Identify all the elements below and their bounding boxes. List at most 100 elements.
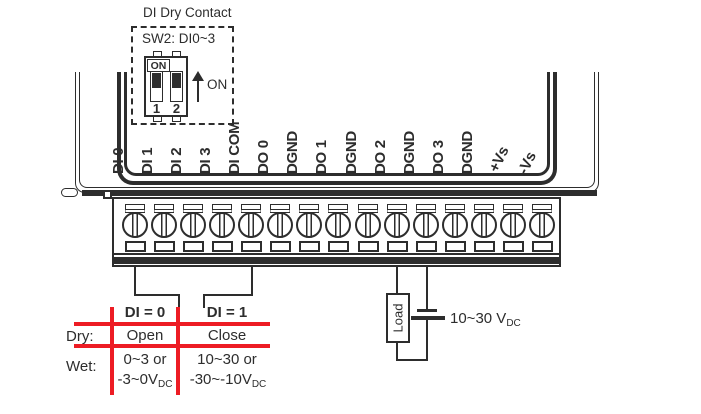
screw-head [384, 212, 410, 238]
screw-terminal [121, 201, 149, 259]
wire-supply-top [426, 267, 428, 310]
screw-head [413, 212, 439, 238]
block-divider-line [114, 253, 559, 255]
screw-terminal [383, 201, 411, 259]
wire-clamp [474, 204, 494, 213]
dip-switch-2[interactable] [170, 71, 183, 102]
wire-clamp [183, 204, 203, 213]
wire-clamp [358, 204, 378, 213]
supply-voltage-sub: DC [506, 318, 521, 329]
dip-actuator [152, 73, 161, 88]
table-cell-wet-di1-line2: -30~-10VDC [189, 371, 267, 390]
screw-terminal [150, 201, 178, 259]
supply-voltage-label: 10~30 VDC [450, 310, 521, 329]
screw-head [267, 212, 293, 238]
screw-terminal [412, 201, 440, 259]
load-box: Load [386, 293, 410, 343]
wire-clamp [445, 204, 465, 213]
screw-terminal [499, 201, 527, 259]
block-bottom-band [114, 257, 559, 264]
screw-terminal [470, 201, 498, 259]
block-end-cap [103, 190, 112, 199]
wire-clamp [416, 204, 436, 213]
wire-clamp [270, 204, 290, 213]
wire-slot [386, 241, 408, 252]
table-cell-dry-di0: Open [126, 327, 164, 344]
screw-terminal [208, 201, 236, 259]
pin-label-do0: DO 0 [254, 140, 272, 174]
on-arrow-shaft [196, 80, 199, 102]
wire-bottom-return [396, 359, 428, 361]
pin-label-dgnd3: DGND [400, 131, 418, 174]
wire-di0 [134, 294, 180, 296]
pin-label-di1: DI 1 [138, 147, 156, 174]
wire-slot [211, 241, 233, 252]
table-header-di0: DI = 0 [124, 304, 166, 321]
wire-di0 [134, 267, 136, 296]
screw-head [296, 212, 322, 238]
screw-head [325, 212, 351, 238]
dip-actuator [172, 73, 181, 88]
table-cell-wet-di0-line2: -3~0VDC [117, 371, 173, 390]
dip-number-2: 2 [172, 101, 181, 116]
battery-plate-long [411, 316, 445, 320]
din-foot [61, 188, 78, 197]
wire-load-top [396, 267, 398, 294]
screw-terminal [237, 201, 265, 259]
wire-slot [357, 241, 379, 252]
screw-terminal [266, 201, 294, 259]
dip-sw-label: SW2: DI0~3 [142, 31, 216, 46]
screw-head [180, 212, 206, 238]
panel-bottom-band [82, 190, 597, 196]
wire-clamp [212, 204, 232, 213]
wire-slot [124, 241, 146, 252]
table-cell-wet-di1-line1: 10~30 or [197, 351, 257, 368]
load-label: Load [390, 303, 406, 333]
arrow-on-label: ON [207, 77, 228, 92]
screw-head [442, 212, 468, 238]
wire-clamp [299, 204, 319, 213]
table-header-di1: DI = 1 [206, 304, 248, 321]
on-direction-arrow-icon [191, 71, 204, 81]
wire-slot [473, 241, 495, 252]
table-row-label-wet: Wet: [66, 358, 97, 375]
dip-title: DI Dry Contact [143, 5, 232, 20]
pin-label-dgnd1: DGND [283, 131, 301, 174]
wire-slot [415, 241, 437, 252]
screw-terminal [528, 201, 556, 259]
screw-terminal [295, 201, 323, 259]
screw-head [151, 212, 177, 238]
table-vline-2 [176, 307, 180, 395]
pin-label-do1: DO 1 [312, 140, 330, 174]
screw-head [471, 212, 497, 238]
wire-dicom [203, 294, 205, 308]
screw-head [500, 212, 526, 238]
wire-slot [240, 241, 262, 252]
pin-label-di2: DI 2 [167, 147, 185, 174]
wire-clamp [241, 204, 261, 213]
table-hline-2 [74, 344, 270, 348]
supply-voltage-text: 10~30 V [450, 310, 507, 327]
dip-number-1: 1 [152, 101, 161, 116]
pin-label-do3: DO 3 [429, 140, 447, 174]
wire-clamp [532, 204, 552, 213]
wire-clamp [328, 204, 348, 213]
wire-supply-bottom [426, 320, 428, 361]
wire-load-bottom [396, 342, 398, 361]
pin-label-dicom: DI COM [225, 121, 243, 174]
wire-slot [182, 241, 204, 252]
screw-terminal [179, 201, 207, 259]
wire-dicom [203, 294, 253, 296]
wire-clamp [154, 204, 174, 213]
screw-head [122, 212, 148, 238]
screw-head [529, 212, 555, 238]
wire-slot [531, 241, 553, 252]
dip-switch-1[interactable] [150, 71, 163, 102]
front-panel-inner [124, 72, 550, 176]
table-vline-1 [110, 307, 114, 395]
table-cell-dry-di1: Close [207, 327, 247, 344]
wire-slot [444, 241, 466, 252]
screw-head [355, 212, 381, 238]
pin-label-di3: DI 3 [196, 147, 214, 174]
